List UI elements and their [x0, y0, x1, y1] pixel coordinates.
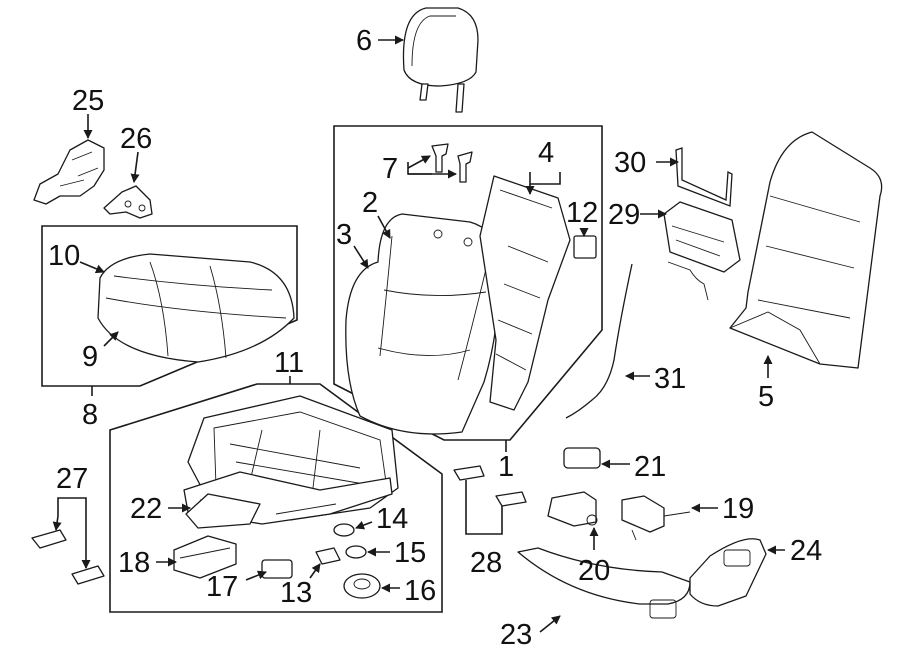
outer-shield-part — [517, 547, 691, 619]
leader-lines — [52, 35, 785, 633]
seatback-cover-part — [345, 213, 501, 435]
back-panel-part — [729, 131, 883, 369]
callout-18: 18 — [118, 547, 150, 579]
callout-1: 1 — [498, 451, 514, 483]
callout-26: 26 — [120, 123, 152, 155]
callout-8: 8 — [82, 399, 98, 431]
callout-11: 11 — [274, 347, 304, 379]
headrest-part — [402, 7, 479, 113]
callout-3: 3 — [336, 219, 352, 251]
callout-31: 31 — [654, 363, 686, 395]
callout-24: 24 — [790, 535, 822, 567]
headrest-guide-part — [431, 143, 473, 183]
callout-4: 4 — [538, 137, 554, 169]
knob-part — [343, 573, 381, 599]
bush-part — [345, 545, 367, 559]
callout-5: 5 — [758, 381, 774, 413]
rail-part — [185, 493, 261, 529]
seatback-group-box — [333, 125, 603, 441]
callout-17: 17 — [206, 571, 238, 603]
callout-20: 20 — [578, 555, 610, 587]
motor-2-part — [621, 495, 691, 541]
control-module-part — [173, 535, 237, 579]
callout-6: 6 — [356, 25, 372, 57]
connector-part — [261, 559, 293, 579]
seat-cushion-part — [97, 253, 295, 363]
motor-part — [547, 491, 598, 527]
bracket-part — [103, 185, 153, 219]
callout-14: 14 — [376, 503, 408, 535]
callout-16: 16 — [404, 575, 436, 607]
callout-19: 19 — [722, 493, 754, 525]
callout-7: 7 — [382, 153, 398, 185]
callout-30: 30 — [614, 147, 646, 179]
clip-2-part — [495, 491, 527, 507]
side-shield-part — [33, 139, 105, 205]
callout-2: 2 — [362, 187, 378, 219]
clip-part — [453, 465, 485, 481]
track-cap-part — [31, 529, 67, 549]
harness-part — [565, 263, 633, 419]
seatback-frame-part — [479, 175, 571, 411]
switch-part — [573, 235, 597, 259]
callout-9: 9 — [82, 341, 98, 373]
cap-part — [333, 523, 355, 537]
motor-clip-part — [315, 547, 341, 565]
callout-25: 25 — [72, 85, 104, 117]
callout-29: 29 — [608, 199, 640, 231]
callout-22: 22 — [130, 493, 162, 525]
track-cap-2-part — [71, 565, 105, 585]
callout-27: 27 — [56, 463, 88, 495]
wire-bracket-part — [675, 147, 733, 207]
callout-23: 23 — [500, 619, 532, 651]
callout-12: 12 — [566, 197, 598, 229]
module-part — [663, 201, 741, 301]
end-cover-part — [689, 538, 767, 607]
sensor-part — [563, 447, 601, 469]
callout-15: 15 — [394, 537, 426, 569]
callout-10: 10 — [48, 240, 80, 272]
callout-28: 28 — [470, 547, 502, 579]
seat-track-group-box — [109, 383, 443, 613]
callout-labels: 6 25 26 10 9 8 11 7 2 3 4 12 1 30 29 31 … — [48, 25, 822, 651]
callout-13: 13 — [280, 577, 312, 609]
callout-21: 21 — [634, 451, 666, 483]
